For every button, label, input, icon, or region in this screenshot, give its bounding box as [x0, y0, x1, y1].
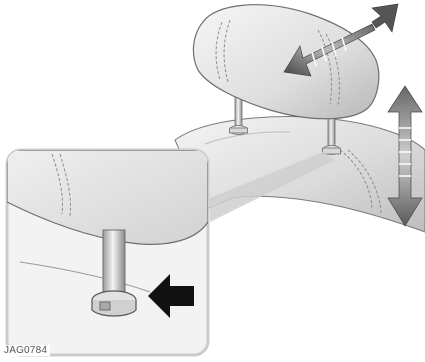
release-button-arrow-icon [148, 274, 194, 318]
figure-id-label: JAG0784 [4, 345, 51, 356]
callout-detail [5, 148, 210, 357]
headrest [192, 4, 380, 120]
height-arrow-icon [387, 85, 423, 227]
zoom-beam [210, 152, 335, 222]
headrest-rod-right [322, 107, 341, 155]
tilt-arrow-icon [283, 3, 399, 77]
